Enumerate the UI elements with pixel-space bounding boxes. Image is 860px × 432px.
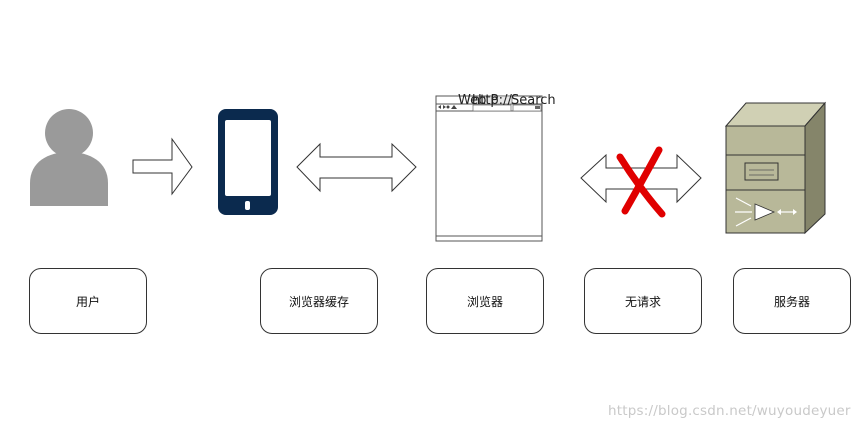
right-arrow-icon bbox=[132, 137, 193, 196]
watermark-text: https://blog.csdn.net/wuyoudeyuer bbox=[608, 403, 851, 419]
user-icon bbox=[30, 109, 108, 206]
browser-cache-label: 浏览器缓存 bbox=[288, 294, 349, 309]
user-label: 用户 bbox=[75, 294, 100, 309]
server-label: 服务器 bbox=[773, 294, 810, 309]
red-cross-icon bbox=[616, 146, 666, 218]
browser-tab-text: Web P bbox=[458, 93, 498, 108]
browser-label-box: 浏览器 bbox=[426, 268, 544, 334]
browser-cache-label-box: 浏览器缓存 bbox=[260, 268, 378, 334]
server-icon bbox=[724, 101, 827, 235]
user-label-box: 用户 bbox=[29, 268, 147, 334]
browser-window-icon: Web P http:// Search bbox=[435, 93, 556, 242]
no-request-label: 无请求 bbox=[624, 294, 661, 309]
browser-search-text: Search bbox=[511, 93, 556, 108]
browser-label: 浏览器 bbox=[466, 294, 503, 309]
no-request-label-box: 无请求 bbox=[584, 268, 702, 334]
browser-address-text: http:// bbox=[472, 93, 512, 108]
server-label-box: 服务器 bbox=[733, 268, 851, 334]
double-arrow-icon bbox=[296, 142, 417, 193]
phone-icon bbox=[218, 109, 278, 215]
